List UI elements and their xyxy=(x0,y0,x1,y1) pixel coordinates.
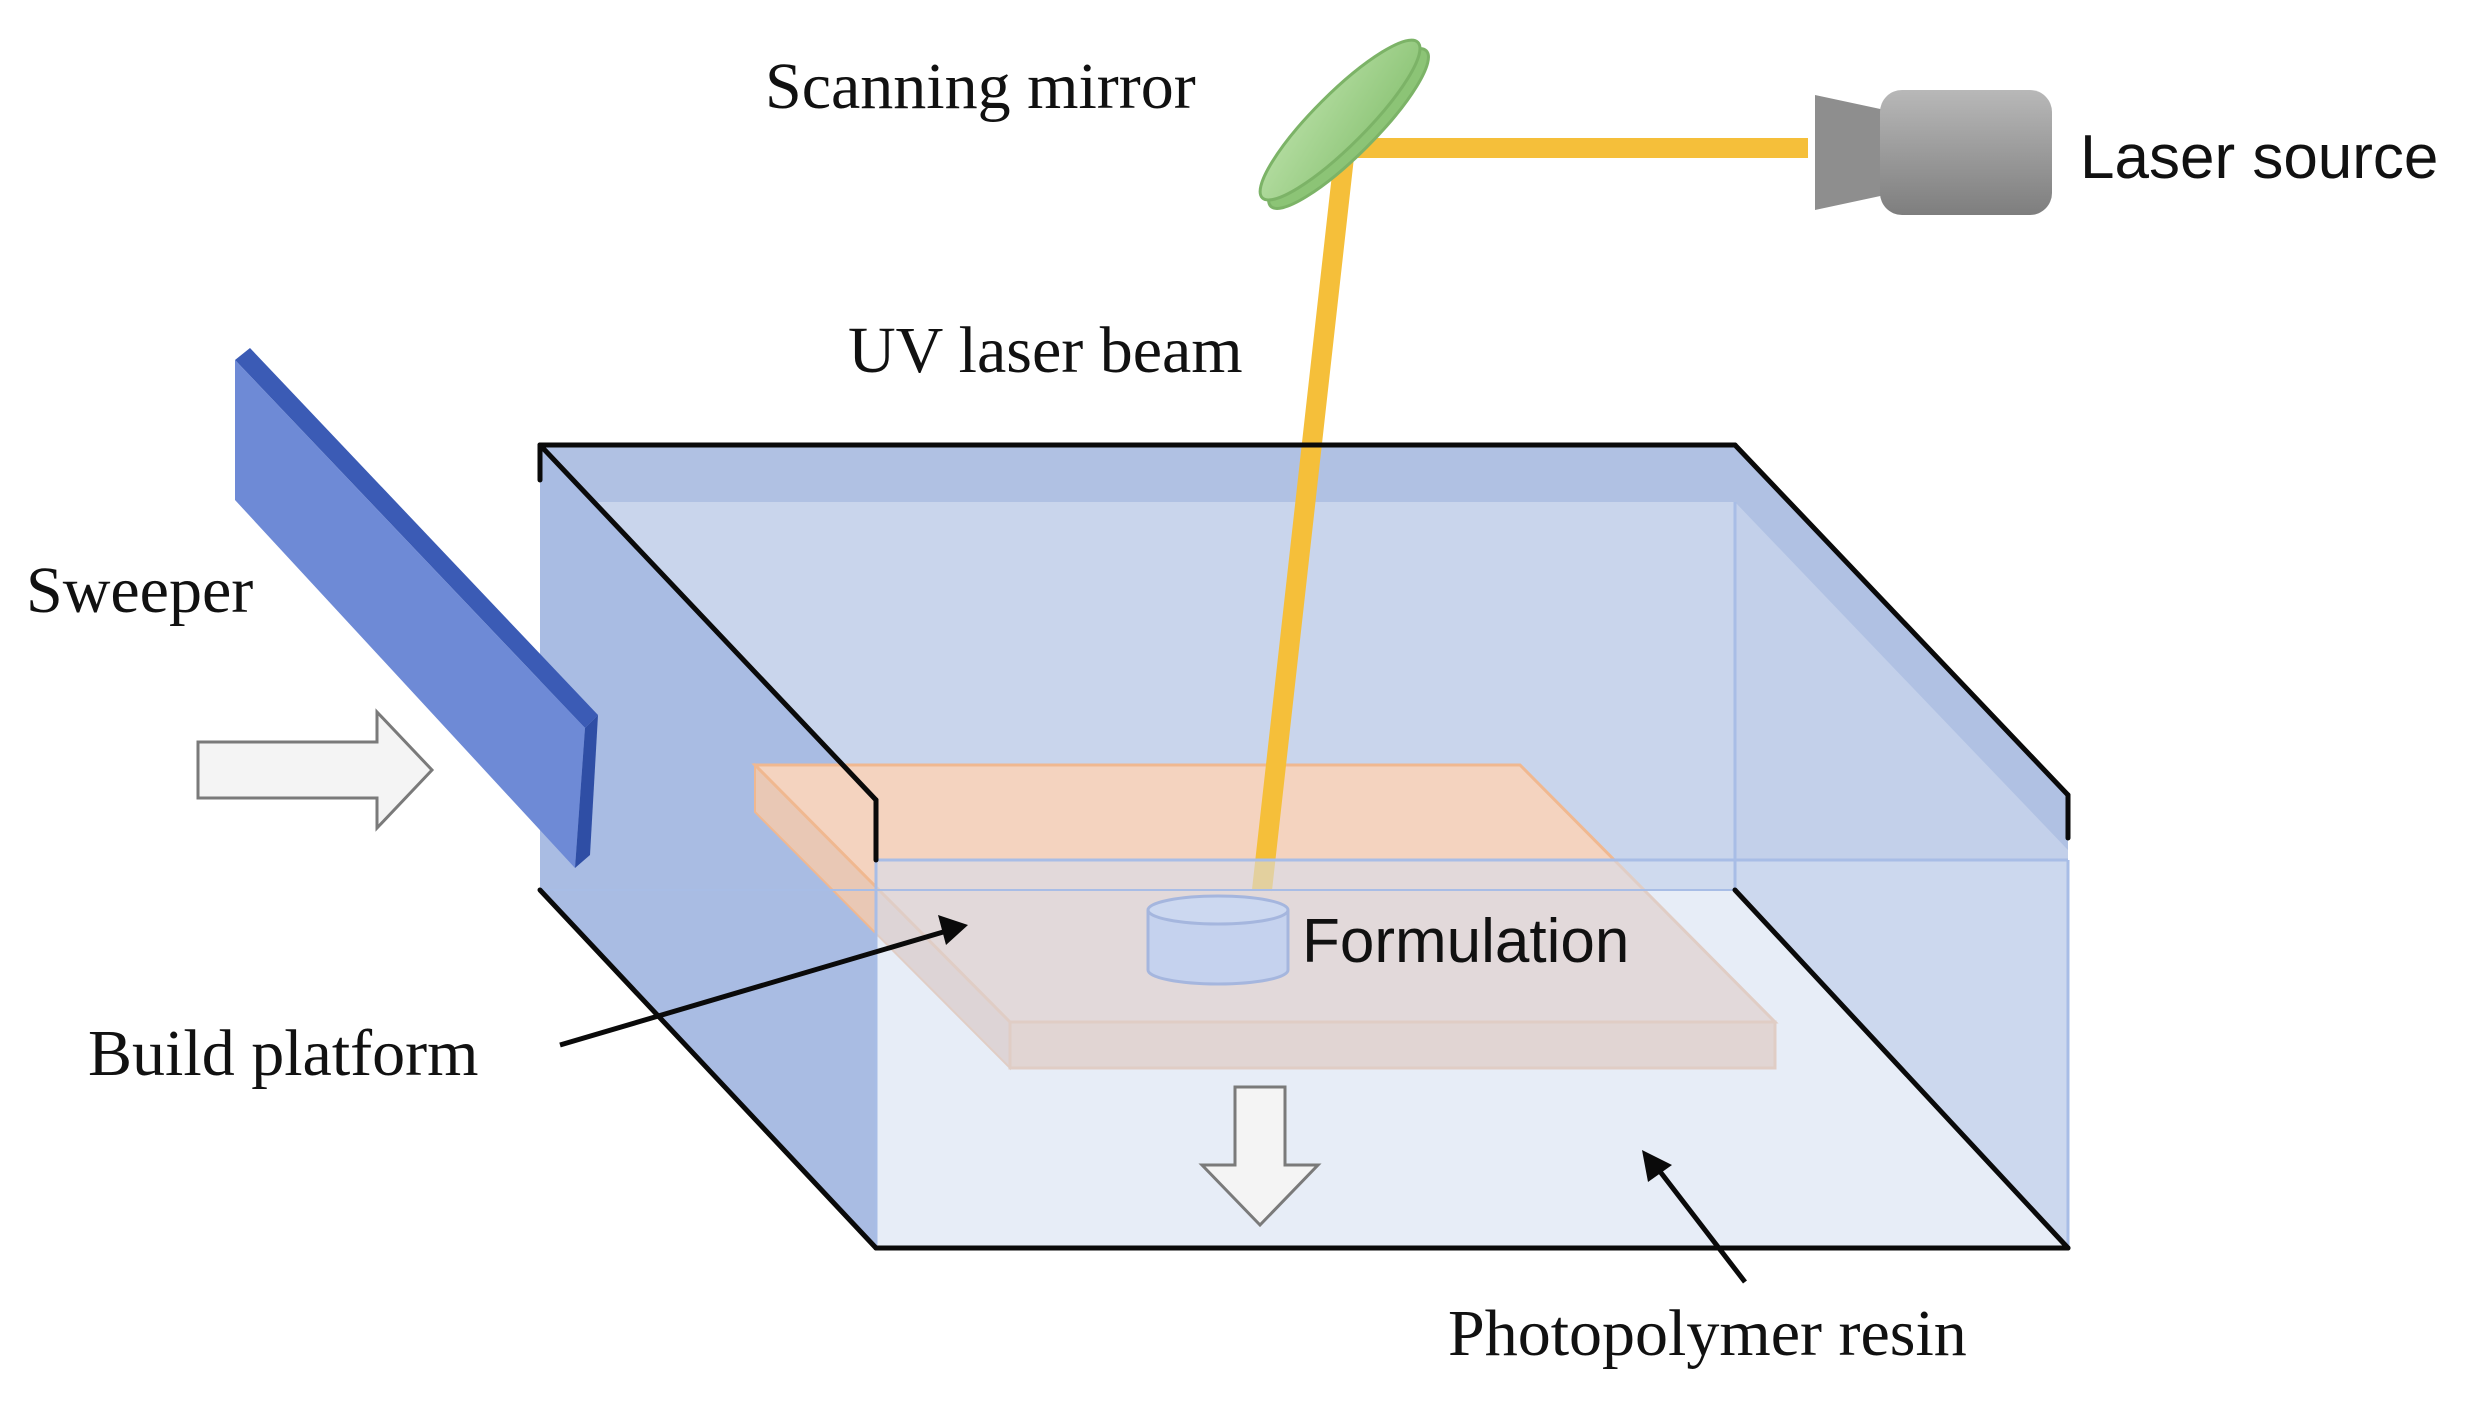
sweep-direction-arrow-icon xyxy=(196,708,435,832)
resin-arrowhead-icon xyxy=(1642,1150,1672,1182)
resin-leader xyxy=(1653,1163,1747,1284)
sweeper-front xyxy=(235,360,585,868)
scanning-mirror xyxy=(1258,38,1430,210)
build-platform-arrowhead-icon xyxy=(938,915,968,945)
label-uv-laser-beam: UV laser beam xyxy=(848,314,1243,387)
tank-right-band xyxy=(1735,445,2068,850)
label-photopolymer-resin: Photopolymer resin xyxy=(1448,1297,1967,1370)
build-platform-leader xyxy=(559,927,951,1048)
sweeper-side xyxy=(235,348,598,728)
tank-left-face xyxy=(540,445,876,1248)
tank-back-band xyxy=(540,445,1735,502)
label-build-platform: Build platform xyxy=(88,1017,478,1090)
label-formulation: Formulation xyxy=(1302,907,1629,976)
laser-nozzle xyxy=(1815,95,1885,210)
sweeper-blade xyxy=(235,348,598,868)
laser-source-device xyxy=(1815,90,2052,215)
tank-front xyxy=(540,502,2070,1248)
sweeper-edge xyxy=(575,715,598,868)
platform-down-arrow-icon xyxy=(1198,1085,1322,1228)
label-laser-source: Laser source xyxy=(2080,123,2438,192)
laser-body xyxy=(1880,90,2052,215)
leader-arrows xyxy=(559,915,1747,1284)
label-scanning-mirror: Scanning mirror xyxy=(765,50,1196,123)
tank-front-face xyxy=(876,860,2068,1248)
label-sweeper: Sweeper xyxy=(26,554,253,627)
tank-edges xyxy=(537,442,2071,1251)
mirror-face xyxy=(1258,38,1422,202)
